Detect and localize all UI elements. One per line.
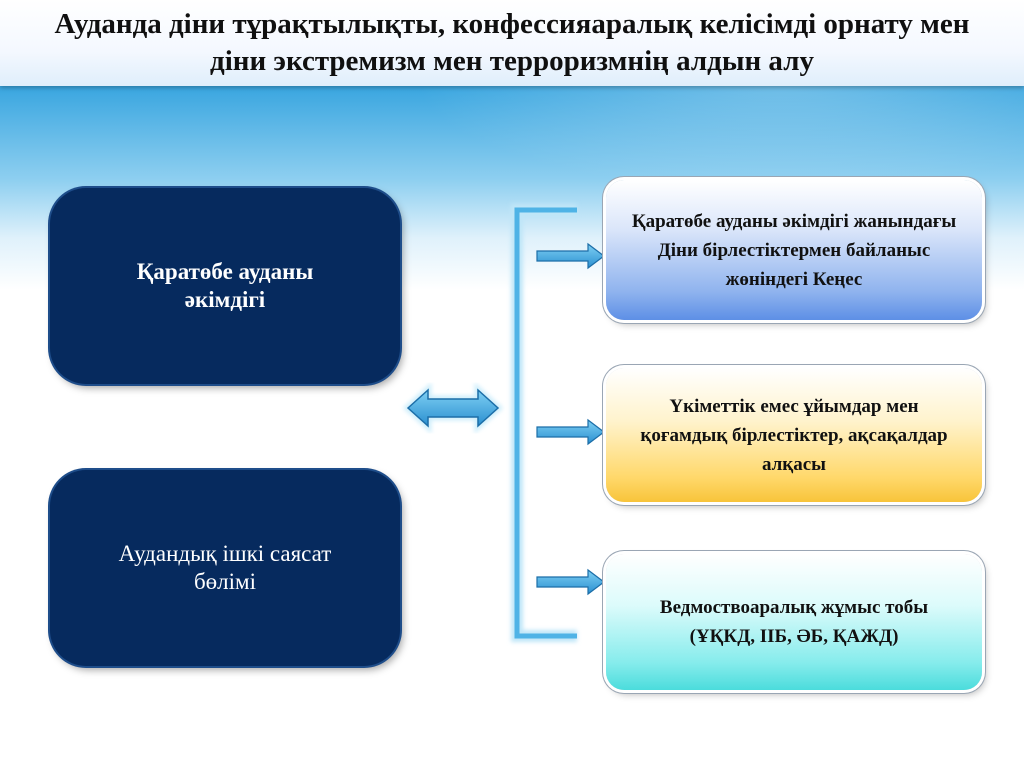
bracket-connector: [514, 207, 577, 639]
bracket-glow: [511, 204, 577, 642]
title-band: Ауданда діни тұрақтылықты, конфессияарал…: [0, 0, 1024, 86]
arrow-right-2: [536, 418, 605, 446]
left-box-internal-policy: Аудандық ішкі саясат бөлімі: [50, 470, 400, 666]
right-box-ngo: Үкіметтік емес ұйымдар мен қоғамдық бірл…: [606, 368, 982, 502]
slide-title: Ауданда діни тұрақтылықты, конфессияарал…: [54, 8, 970, 77]
right-box-council: Қаратөбе ауданы әкімдігі жанындағы Діни …: [606, 180, 982, 320]
arrow-right-3: [536, 568, 605, 596]
left-box-akimat-label: Қаратөбе ауданы әкімдігі: [136, 259, 314, 312]
right-box-council-label: Қаратөбе ауданы әкімдігі жанындағы Діни …: [631, 210, 957, 290]
right-box-working-group: Ведмоствоаралық жұмыс тобы (ҰҚКД, ІІБ, Ә…: [606, 554, 982, 690]
right-box-ngo-label: Үкіметтік емес ұйымдар мен қоғамдық бірл…: [640, 395, 948, 475]
left-box-internal-policy-label: Аудандық ішкі саясат бөлімі: [118, 541, 332, 594]
right-box-working-group-label: Ведмоствоаралық жұмыс тобы (ҰҚКД, ІІБ, Ә…: [659, 597, 929, 647]
double-arrow-icon: [402, 382, 504, 434]
left-box-akimat: Қаратөбе ауданы әкімдігі: [50, 188, 400, 384]
arrow-right-1: [536, 242, 605, 270]
